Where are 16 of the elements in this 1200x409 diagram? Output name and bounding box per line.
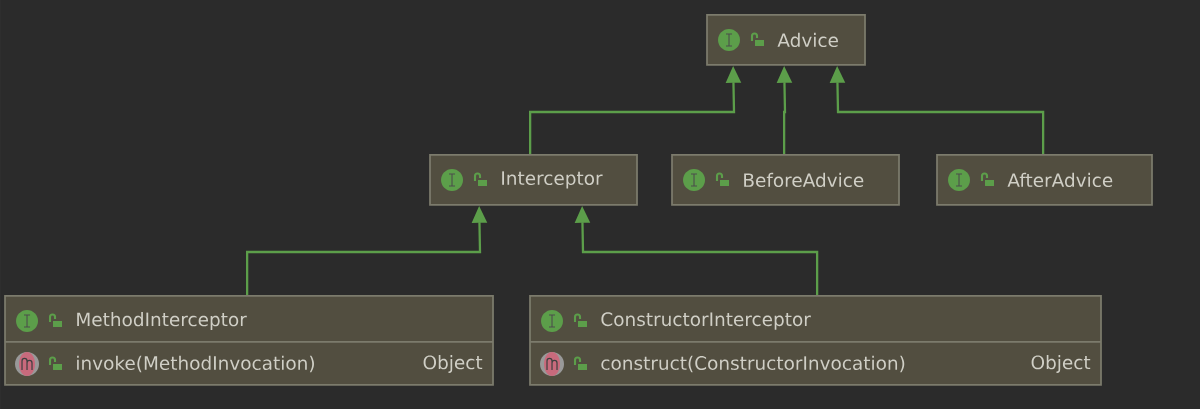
method-signature: invoke(MethodInvocation) [77, 355, 314, 373]
class-name: ConstructorInterceptor [601, 312, 811, 330]
class-box [429, 154, 638, 206]
method-signature: construct(ConstructorInvocation) [601, 355, 905, 373]
class-box [706, 14, 866, 66]
class-name: MethodInterceptor [77, 312, 247, 330]
class-name: AfterAdvice [1007, 172, 1113, 188]
class-name: Advice [777, 32, 838, 48]
class-box [936, 154, 1153, 206]
class-box [671, 154, 900, 206]
return-type: Object [423, 355, 483, 373]
return-type: Object [1031, 355, 1091, 373]
class-box [4, 295, 494, 386]
class-box [529, 295, 1102, 386]
class-name: BeforeAdvice [744, 172, 864, 188]
class-name: Interceptor [502, 171, 603, 189]
